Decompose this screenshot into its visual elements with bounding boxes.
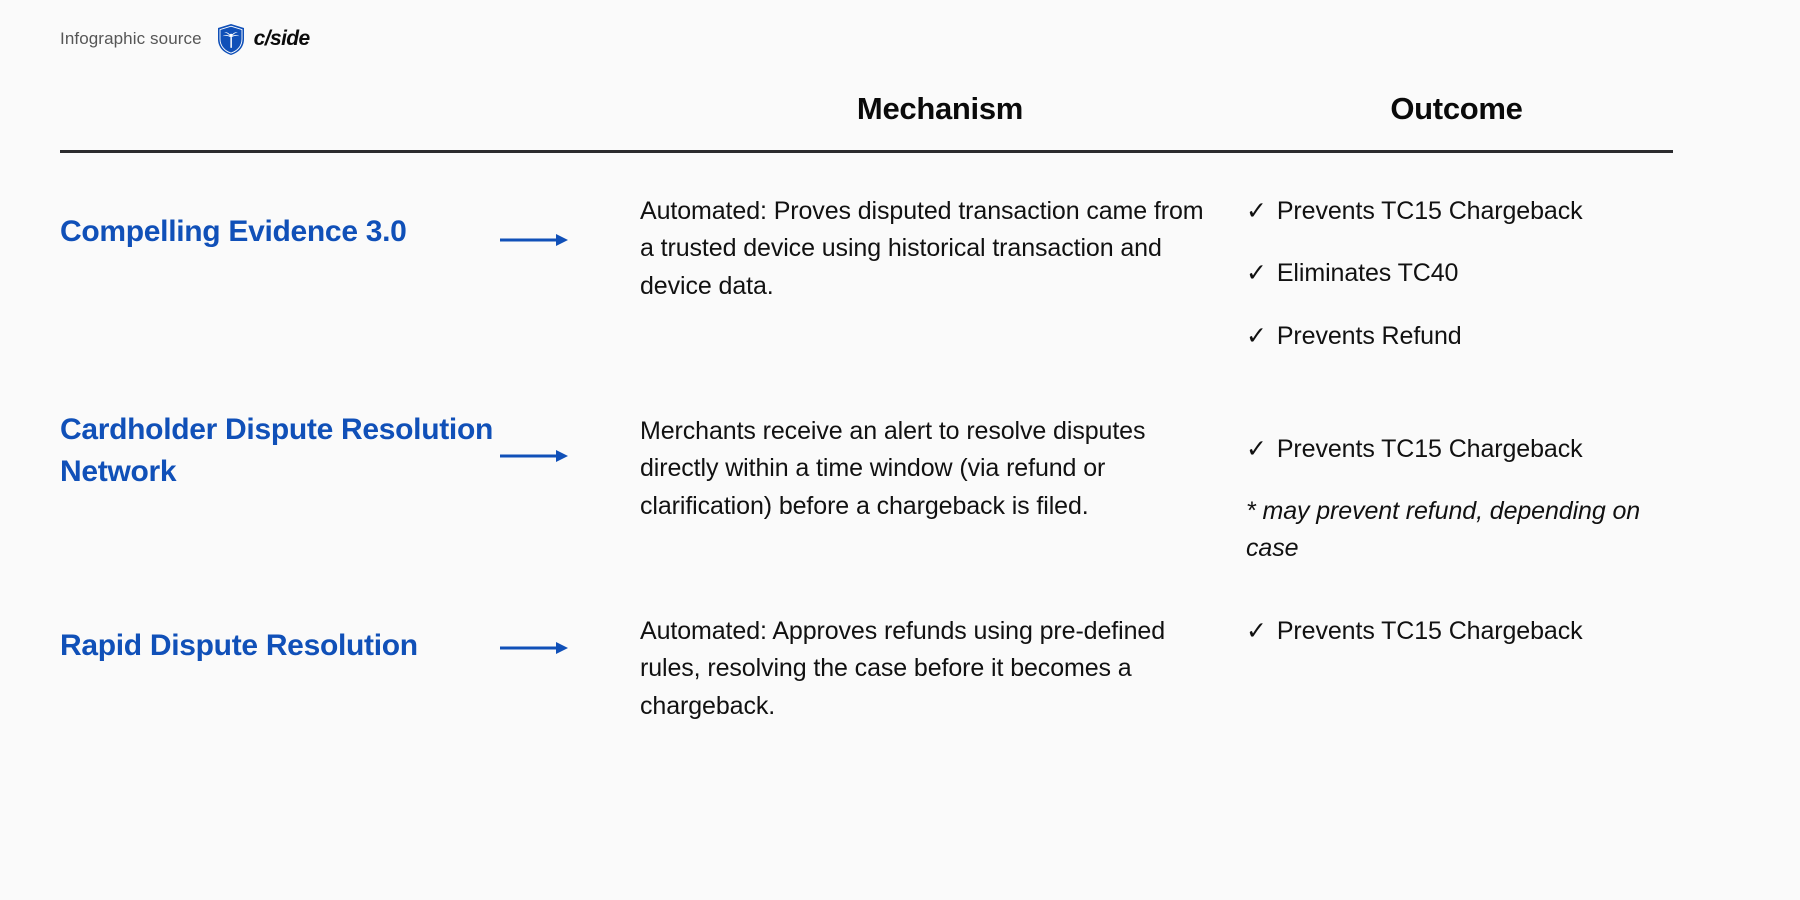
check-icon: ✓ <box>1246 435 1267 463</box>
mechanism-text: Automated: Proves disputed transaction c… <box>640 197 1204 300</box>
arrow-right-icon <box>500 447 570 465</box>
outcome-text: Prevents TC15 Chargeback <box>1276 617 1583 645</box>
outcome-item: ✓ Prevents TC15 Chargeback <box>1246 193 1673 229</box>
outcome-text: Eliminates TC40 <box>1276 259 1459 288</box>
source-label: Infographic source <box>60 29 202 48</box>
table-row: Cardholder Dispute Resolution Network Me… <box>60 393 1673 573</box>
cside-wordmark: c/side <box>253 27 311 50</box>
outcome-list: ✓ Prevents TC15 Chargeback ✓ Eliminates … <box>1240 185 1673 354</box>
check-icon: ✓ <box>1246 259 1267 288</box>
arrow-cell <box>500 393 640 465</box>
check-icon: ✓ <box>1246 321 1267 350</box>
outcome-text: Prevents TC15 Chargeback <box>1276 197 1583 225</box>
feature-name: Cardholder Dispute Resolution Network <box>60 413 493 489</box>
table-header-row: Mechanism Outcome <box>60 78 1673 140</box>
mechanism-text: Merchants receive an alert to resolve di… <box>640 417 1146 520</box>
source-attribution: Infographic source c/side <box>60 22 310 56</box>
feature-name: Compelling Evidence 3.0 <box>60 215 407 248</box>
column-header-outcome: Outcome <box>1390 91 1523 126</box>
header-divider <box>60 150 1673 153</box>
table-body: Compelling Evidence 3.0 Automated: Prove… <box>60 185 1673 781</box>
check-icon: ✓ <box>1246 617 1267 645</box>
outcome-item: ✓ Prevents TC15 Chargeback <box>1246 431 1673 467</box>
arrow-cell <box>500 601 640 657</box>
arrow-right-icon <box>500 231 570 249</box>
comparison-table: Mechanism Outcome Compelling Evidence 3.… <box>60 78 1673 781</box>
outcome-item: ✓ Prevents TC15 Chargeback <box>1246 613 1673 649</box>
column-header-mechanism: Mechanism <box>856 91 1024 126</box>
outcome-list: ✓ Prevents TC15 Chargeback * may prevent… <box>1240 393 1673 566</box>
table-row: Rapid Dispute Resolution Automated: Appr… <box>60 601 1673 781</box>
outcome-item: ✓ Prevents Refund <box>1246 318 1673 354</box>
outcome-list: ✓ Prevents TC15 Chargeback <box>1240 601 1673 649</box>
shield-palm-icon <box>216 23 246 56</box>
arrow-right-icon <box>500 639 570 657</box>
outcome-note: * may prevent refund, depending on case <box>1246 497 1641 562</box>
outcome-text: Prevents TC15 Chargeback <box>1276 435 1583 463</box>
arrow-cell <box>500 185 640 249</box>
feature-name: Rapid Dispute Resolution <box>60 629 418 662</box>
mechanism-text: Automated: Approves refunds using pre-de… <box>640 617 1166 720</box>
outcome-text: Prevents Refund <box>1276 321 1462 350</box>
check-icon: ✓ <box>1246 197 1267 225</box>
outcome-item: ✓ Eliminates TC40 <box>1246 255 1673 291</box>
table-row: Compelling Evidence 3.0 Automated: Prove… <box>60 185 1673 365</box>
cside-logo: c/side <box>216 23 310 56</box>
